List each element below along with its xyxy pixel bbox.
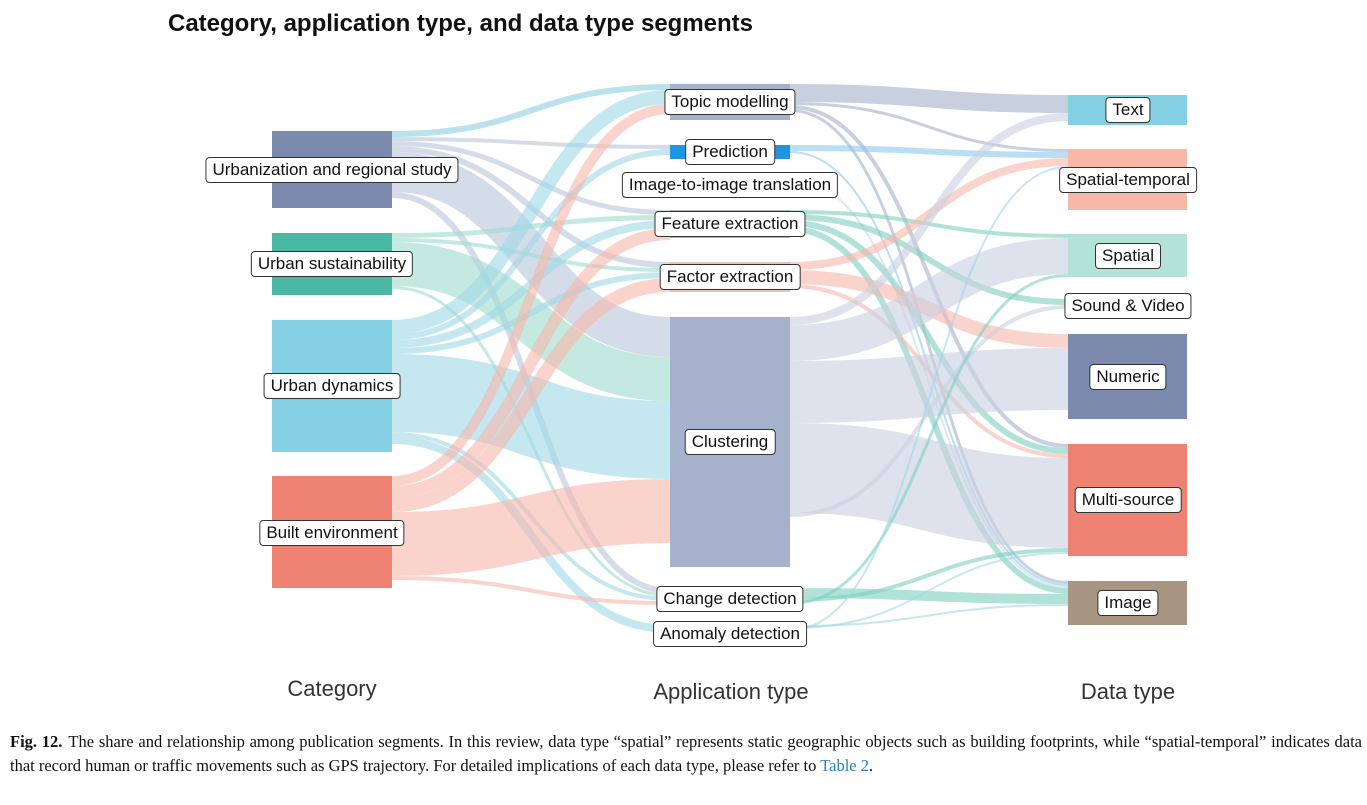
link-urb-to-feat	[391, 141, 671, 215]
data-type-label-numeric: Numeric	[1089, 364, 1167, 390]
link-change-to-image	[789, 588, 1069, 604]
caption-text: The share and relationship among publica…	[10, 732, 1362, 775]
link-anom-to-multi	[789, 552, 1069, 629]
figure-caption: Fig. 12.The share and relationship among…	[10, 730, 1362, 778]
category-label-sus: Urban sustainability	[250, 251, 414, 277]
link-sus-to-feat	[391, 215, 671, 238]
chart-title: Category, application type, and data typ…	[168, 10, 754, 37]
link-dyn-to-factor	[391, 272, 671, 354]
link-clust-to-numeric	[789, 348, 1069, 423]
category-label-dyn: Urban dynamics	[263, 373, 401, 399]
application-label-feat: Feature extraction	[654, 211, 806, 237]
link-blt-to-topic	[391, 104, 671, 486]
link-topic-to-multi	[789, 105, 1069, 448]
link-dyn-to-topic	[391, 90, 671, 334]
link-anom-to-sptemp	[789, 166, 1069, 631]
data-type-label-text: Text	[1105, 97, 1151, 123]
category-label-urb: Urbanization and regional study	[205, 157, 459, 183]
link-clust-to-text	[789, 113, 1069, 325]
link-feat-to-multi	[789, 220, 1069, 454]
link-blt-to-factor	[391, 278, 671, 512]
application-label-anom: Anomaly detection	[653, 621, 807, 647]
column-title-application: Application type	[653, 679, 809, 704]
link-change-to-spatial	[789, 274, 1069, 605]
link-clust-to-sound	[789, 305, 1069, 517]
application-label-topic: Topic modelling	[664, 89, 796, 115]
sankey-diagram	[272, 84, 1187, 638]
application-label-img2img: Image-to-image translation	[621, 172, 839, 198]
link-clust-to-multi	[789, 423, 1069, 548]
link-feat-to-sound	[789, 214, 1069, 305]
link-blt-to-feat	[391, 228, 671, 498]
data-type-label-sptemp: Spatial-temporal	[1059, 167, 1197, 193]
column-title-data-type: Data type	[1080, 679, 1176, 704]
caption-end: .	[869, 756, 874, 775]
link-anom-to-image	[789, 604, 1069, 627]
caption-figure-number: Fig. 12.	[10, 732, 63, 751]
application-label-change: Change detection	[656, 586, 804, 612]
category-label-blt: Built environment	[259, 520, 405, 546]
link-blt-to-change	[391, 576, 671, 605]
link-dyn-to-clust	[391, 354, 671, 479]
link-urb-to-topic	[391, 84, 671, 137]
caption-table-link[interactable]: Table 2	[820, 756, 870, 775]
link-sus-to-clust	[391, 242, 671, 401]
link-change-to-multi	[789, 548, 1069, 602]
data-type-label-image: Image	[1097, 590, 1159, 616]
link-topic-to-text	[789, 84, 1069, 113]
link-clust-to-spatial	[789, 238, 1069, 361]
sankey-links	[391, 84, 1069, 633]
data-type-label-multi: Multi-source	[1074, 487, 1182, 513]
link-urb-to-pred	[391, 137, 671, 149]
column-title-category: Category	[287, 676, 377, 701]
link-sus-to-factor	[391, 238, 671, 272]
application-label-pred: Prediction	[685, 139, 775, 165]
data-type-label-spatial: Spatial	[1095, 243, 1161, 269]
link-dyn-to-pred	[391, 149, 671, 340]
application-label-factor: Factor extraction	[659, 264, 801, 290]
data-type-label-sound: Sound & Video	[1064, 293, 1192, 319]
link-topic-to-sptemp	[789, 102, 1069, 152]
application-label-clust: Clustering	[684, 429, 776, 455]
link-pred-to-sptemp	[789, 145, 1069, 158]
link-blt-to-clust	[391, 479, 671, 576]
